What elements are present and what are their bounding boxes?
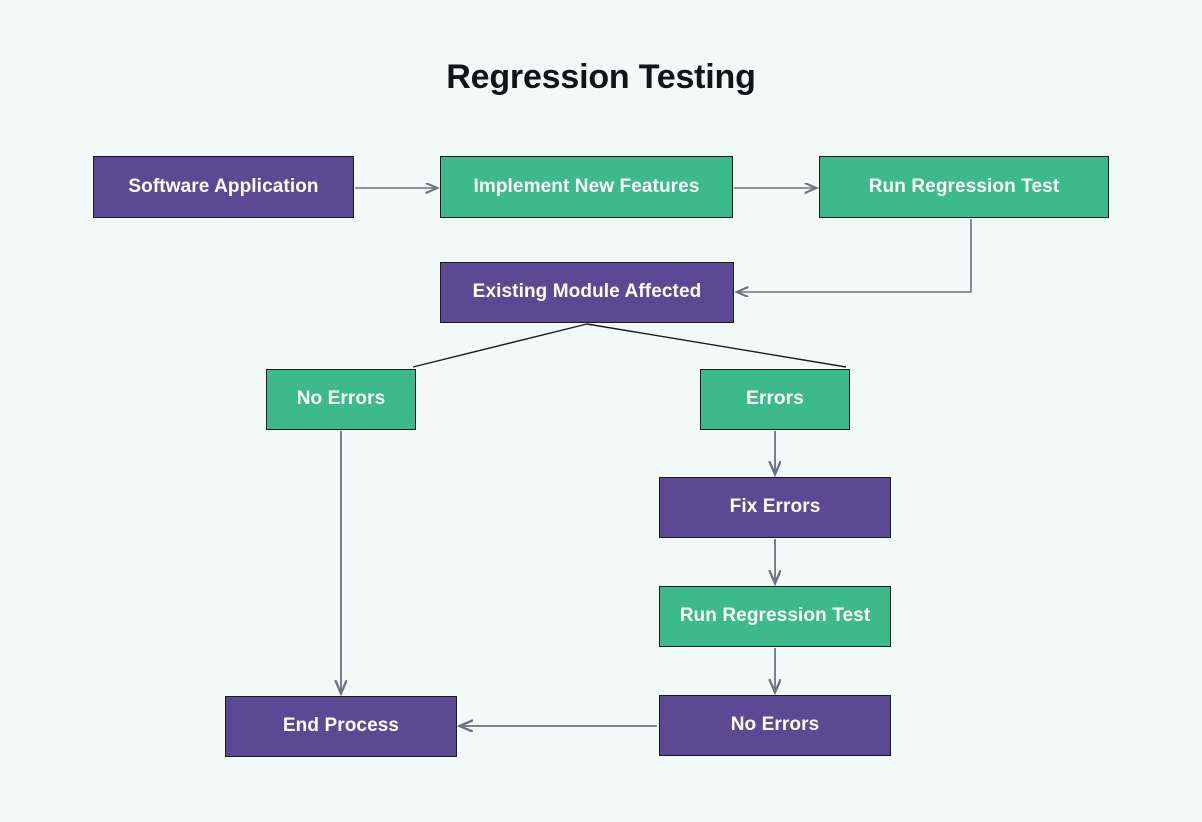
node-end-process[interactable]: End Process (225, 696, 457, 757)
node-label: Run Regression Test (868, 175, 1060, 197)
node-label: Existing Module Affected (472, 281, 702, 303)
edge-existing-module-to-no-errors (412, 323, 588, 368)
node-label: Software Application (128, 175, 319, 197)
node-label: No Errors (730, 714, 820, 736)
node-label: No Errors (296, 388, 386, 410)
node-errors[interactable]: Errors (700, 369, 850, 430)
node-existing-module-affected[interactable]: Existing Module Affected (440, 262, 734, 323)
node-fix-errors[interactable]: Fix Errors (659, 477, 891, 538)
node-label: Implement New Features (473, 175, 700, 197)
node-no-errors-bottom[interactable]: No Errors (659, 695, 891, 756)
node-label: Errors (746, 388, 804, 410)
node-implement-new-features[interactable]: Implement New Features (440, 156, 733, 218)
node-run-regression-test-2[interactable]: Run Regression Test (659, 586, 891, 647)
node-label: End Process (282, 715, 400, 737)
node-no-errors-left[interactable]: No Errors (266, 369, 416, 430)
node-label: Fix Errors (729, 496, 821, 518)
page-title: Regression Testing (446, 58, 756, 96)
edge-existing-module-to-errors (586, 323, 847, 368)
node-software-application[interactable]: Software Application (93, 156, 354, 218)
node-label: Run Regression Test (679, 605, 871, 627)
edge-run-test-to-existing-module (737, 219, 972, 292)
node-run-regression-test-1[interactable]: Run Regression Test (819, 156, 1109, 218)
